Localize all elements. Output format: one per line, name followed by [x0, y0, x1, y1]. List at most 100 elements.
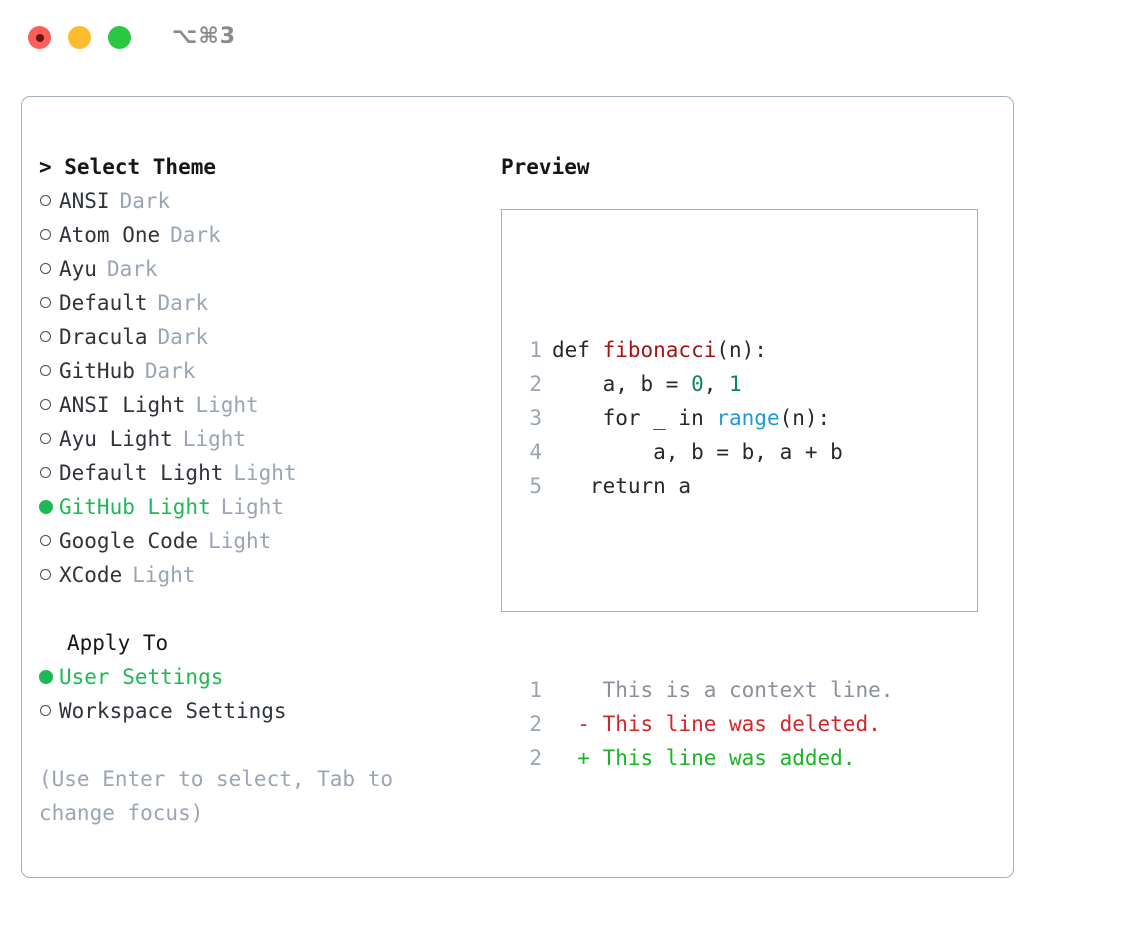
- radio-selected-icon: [39, 670, 53, 684]
- code-token: for _ in: [552, 406, 717, 430]
- diff-line-number: 1: [529, 678, 542, 702]
- line-number: 5: [529, 474, 542, 498]
- diff-line: 2 + This line was added.: [520, 741, 893, 775]
- radio-unselected-icon: [40, 263, 51, 274]
- radio-selected-icon: [39, 500, 53, 514]
- preview-title: Preview: [501, 155, 590, 179]
- theme-option-tag: Dark: [119, 189, 171, 213]
- apply-to-option[interactable]: Workspace Settings: [39, 694, 489, 728]
- theme-option-tag: Light: [182, 427, 247, 451]
- code-token: (n):: [716, 338, 767, 362]
- radio-unselected-icon: [40, 705, 51, 716]
- theme-option-label: Default: [59, 291, 148, 315]
- close-window-button[interactable]: [28, 26, 51, 49]
- diff-line: 1 This is a context line.: [520, 673, 893, 707]
- radio-unselected-icon: [40, 365, 51, 376]
- radio-unselected-icon: [40, 535, 51, 546]
- theme-option-label: ANSI: [59, 189, 110, 213]
- apply-to-title: Apply To: [67, 631, 169, 655]
- radio-unselected-icon: [40, 433, 51, 444]
- radio-unselected-icon: [40, 297, 51, 308]
- diff-line: 2 - This line was deleted.: [520, 707, 893, 741]
- theme-option-tag: Light: [195, 393, 259, 417]
- keyboard-hint: (Use Enter to select, Tab to change focu…: [39, 767, 406, 825]
- radio-unselected-icon: [40, 195, 51, 206]
- code-line: 2 a, b = 0, 1: [520, 367, 893, 401]
- theme-option-label: GitHub: [59, 359, 135, 383]
- code-token: fibonacci: [602, 338, 717, 362]
- theme-option[interactable]: GitHub Light Light: [39, 490, 489, 524]
- theme-option-tag: Dark: [157, 291, 209, 315]
- traffic-lights: [28, 26, 131, 49]
- theme-option[interactable]: Ayu Light Light: [39, 422, 489, 456]
- apply-to-option[interactable]: User Settings: [39, 660, 489, 694]
- code-token: a, b = b, a + b: [552, 440, 843, 464]
- diff-text: This line was deleted.: [589, 712, 881, 736]
- theme-option-tag: Light: [208, 529, 272, 553]
- theme-option[interactable]: ANSI Dark: [39, 184, 489, 218]
- diff-marker: +: [552, 746, 590, 770]
- code-token: return a: [552, 474, 692, 498]
- section-spacer: [39, 592, 489, 626]
- code-line: 4 a, b = b, a + b: [520, 435, 893, 469]
- code-line: 3 for _ in range(n):: [520, 401, 893, 435]
- title-bar: ⌥⌘3: [0, 0, 1140, 78]
- diff-block: 1 This is a context line.2 - This line w…: [520, 673, 893, 775]
- line-number: 1: [529, 338, 542, 362]
- theme-option-tag: Dark: [157, 325, 209, 349]
- theme-option-label: Ayu: [59, 257, 97, 281]
- code-token: def: [552, 338, 603, 362]
- code-token: 1: [729, 372, 742, 396]
- theme-option-label: Atom One: [59, 223, 161, 247]
- diff-marker: -: [552, 712, 590, 736]
- radio-unselected-icon: [40, 399, 51, 410]
- apply-to-option-label: Workspace Settings: [59, 699, 287, 723]
- theme-option-label: Google Code: [59, 529, 199, 553]
- radio-unselected-icon: [40, 467, 51, 478]
- line-number: 2: [529, 372, 542, 396]
- code-token: range: [716, 406, 780, 430]
- theme-option[interactable]: Google Code Light: [39, 524, 489, 558]
- theme-option-tag: Light: [220, 495, 284, 519]
- theme-option-label: Ayu Light: [59, 427, 173, 451]
- maximize-window-button[interactable]: [108, 26, 131, 49]
- theme-option-tag: Light: [132, 563, 196, 587]
- code-token: ,: [703, 372, 730, 396]
- line-number: 3: [529, 406, 542, 430]
- code-token: 0: [691, 372, 704, 396]
- theme-option[interactable]: Dracula Dark: [39, 320, 489, 354]
- code-line: 1 def fibonacci(n):: [520, 333, 893, 367]
- theme-option-label: GitHub Light: [59, 495, 211, 519]
- keyboard-shortcut-label: ⌥⌘3: [172, 24, 237, 49]
- theme-option[interactable]: XCode Light: [39, 558, 489, 592]
- line-number: 4: [529, 440, 542, 464]
- apply-to-option-label: User Settings: [59, 665, 224, 689]
- theme-option-label: Dracula: [59, 325, 148, 349]
- theme-option[interactable]: Default Dark: [39, 286, 489, 320]
- code-blank-line: [520, 571, 893, 605]
- radio-unselected-icon: [40, 331, 51, 342]
- diff-line-number: 2: [529, 746, 542, 770]
- diff-line-number: 2: [529, 712, 542, 736]
- diff-text: This line was added.: [589, 746, 856, 770]
- minimize-window-button[interactable]: [68, 26, 91, 49]
- diff-marker: [552, 678, 590, 702]
- theme-option-label: XCode: [59, 563, 123, 587]
- radio-unselected-icon: [40, 569, 51, 580]
- code-token: a, b =: [552, 372, 692, 396]
- code-token: (n):: [779, 406, 831, 430]
- diff-text: This is a context line.: [589, 678, 894, 702]
